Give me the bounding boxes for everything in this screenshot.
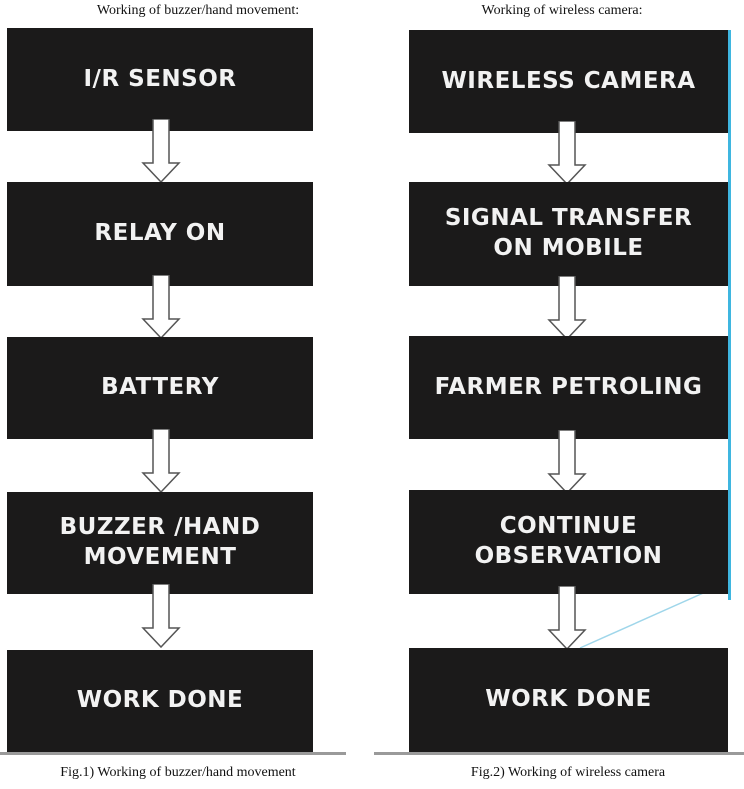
left-step-4-box: BUZZER /HAND MOVEMENT [7, 492, 313, 594]
left-step-1-box: I/R SENSOR [7, 28, 313, 131]
left-heading: Working of buzzer/hand movement: [96, 3, 300, 18]
left-figure-caption: Fig.1) Working of buzzer/hand movement [60, 765, 296, 780]
right-arrow-4-icon [547, 586, 587, 650]
left-arrow-4-icon [141, 584, 181, 648]
right-figure-caption: Fig.2) Working of wireless camera [470, 765, 666, 780]
right-step-3-box: FARMER PETROLING [409, 336, 728, 439]
left-baseline [0, 752, 346, 755]
right-step-5-box: WORK DONE [409, 648, 728, 752]
left-arrow-2-icon [141, 275, 181, 339]
right-step-4-box: CONTINUE OBSERVATION [409, 490, 728, 594]
right-arrow-1-icon [547, 121, 587, 185]
right-step-1-box: WIRELESS CAMERA [409, 30, 728, 133]
left-arrow-1-icon [141, 119, 181, 183]
right-heading: Working of wireless camera: [481, 3, 643, 18]
right-accent-strip [728, 30, 731, 600]
left-step-3-box: BATTERY [7, 337, 313, 439]
right-arrow-3-icon [547, 430, 587, 494]
right-baseline [374, 752, 744, 755]
left-step-5-box: WORK DONE [7, 650, 313, 752]
left-step-2-box: RELAY ON [7, 182, 313, 286]
left-arrow-3-icon [141, 429, 181, 493]
right-arrow-2-icon [547, 276, 587, 340]
right-step-2-box: SIGNAL TRANSFER ON MOBILE [409, 182, 728, 286]
